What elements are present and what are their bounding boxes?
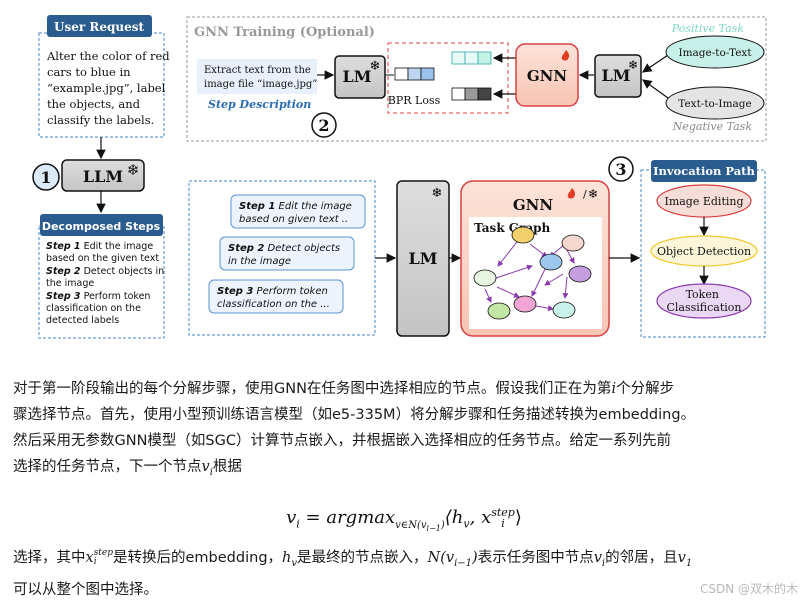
badge-1: 1	[32, 163, 60, 191]
svg-text:detected labels: detected labels	[46, 315, 119, 326]
graph-node	[568, 265, 592, 283]
paragraph-1-line-3: 然后采用无参数GNN模型（如SGC）计算节点嵌入，并根据嵌入选择相应的任务节点。…	[13, 433, 671, 449]
step-card-1	[230, 194, 366, 229]
svg-text:Step 1 Edit the image ba: Step 1 Edit the image based on given tex…	[239, 201, 355, 225]
svg-text:LM: LM	[343, 67, 372, 86]
negative-task-label: Negative Task	[672, 120, 753, 133]
invocation-path-panel: Invocation Path Image Editing Object Det…	[608, 156, 766, 338]
negative-embedding-vector	[451, 87, 492, 101]
svg-text:the image: the image	[46, 278, 94, 289]
svg-text:Object Detection: Object Detection	[657, 245, 751, 258]
task-graph-edges	[484, 237, 575, 312]
frozen-snowflake-icon: ❄	[628, 58, 638, 72]
svg-text:Token Classification: Token Classification	[666, 288, 741, 314]
frozen-snowflake-icon: ❄	[370, 59, 381, 74]
trainable-fire-icon	[561, 50, 570, 61]
step-card-2	[219, 236, 355, 271]
decomposed-steps-title: Decomposed Steps	[42, 220, 161, 233]
paragraph-1-line-2: 骤选择节点。首先，使用小型预训练语言模型（如e5-335M）将分解步骤和任务描述…	[13, 407, 696, 423]
decomposed-steps-text: Step 1 Edit the image based on the given…	[46, 241, 164, 326]
svg-text:LLM: LLM	[83, 167, 123, 186]
svg-text:1: 1	[40, 168, 51, 187]
svg-text:Image-to-Text: Image-to-Text	[678, 47, 752, 59]
badge-2	[311, 112, 337, 138]
user-request-title-bg	[47, 15, 152, 37]
main-lm-label: LM	[409, 249, 438, 268]
steps-input-panel: Step 1 Edit the image based on given tex…	[188, 180, 376, 336]
svg-text:classification on the: classification on the	[46, 303, 141, 314]
svg-text:LM: LM	[602, 66, 631, 85]
paragraph-1-line-1: 对于第一阶段输出的每个分解步骤，使用GNN在任务图中选择相应的节点。假设我们正在…	[13, 381, 675, 397]
svg-text:based on the given text: based on the given text	[46, 253, 159, 264]
llm-box: LLM ❄	[61, 159, 145, 192]
trainable-fire-icon	[567, 188, 576, 199]
positive-embedding-vector	[451, 51, 492, 65]
slash-separator: /	[583, 188, 587, 201]
task-graph-nodes	[473, 226, 592, 320]
step-card-3	[208, 279, 344, 314]
frozen-snowflake-icon: ❄	[432, 186, 443, 201]
positive-task-node	[665, 35, 765, 69]
paragraph-1: 对于第一阶段输出的每个分解步骤，使用GNN在任务图中选择相应的节点。假设我们正在…	[13, 376, 798, 486]
negative-task-node	[665, 86, 765, 120]
graph-node	[513, 295, 537, 313]
bpr-loss-box	[387, 42, 509, 114]
svg-text:Image Editing: Image Editing	[664, 195, 743, 208]
svg-text:GNN: GNN	[527, 67, 568, 85]
decomposed-steps-panel: Decomposed Steps Step 1 Edit the image b…	[38, 214, 165, 339]
badge-3	[608, 156, 634, 182]
svg-text:Step 2 Detect objects in: Step 2 Detect objects in	[46, 266, 164, 277]
bpr-loss-label: BPR Loss	[388, 94, 441, 107]
step-description-label: Step Description	[208, 98, 311, 111]
step-text-box	[197, 59, 317, 94]
svg-text:Step 1 Edit the image: Step 1 Edit the image	[46, 241, 153, 252]
graph-node	[487, 302, 511, 320]
graph-node	[511, 226, 535, 244]
svg-text:Step 3 Perform token cla: Step 3 Perform token classification on t…	[217, 286, 331, 310]
gnn-training-panel: GNN Training (Optional) Extract text fro…	[186, 16, 767, 142]
graph-node	[539, 253, 563, 271]
frozen-snowflake-icon: ❄	[127, 161, 140, 179]
paragraph-1-line-4: 选择的任务节点，下一个节点vi根据	[13, 459, 242, 478]
training-lm-box-2	[594, 54, 642, 98]
user-request-text: Alter the color of red cars to blue in “…	[46, 49, 173, 127]
step-text: Extract text from the image file “image.…	[204, 65, 317, 90]
gnn-training-title: GNN Training (Optional)	[194, 25, 375, 40]
svg-text:Step 2 Detect objects in: Step 2 Detect objects in the image	[228, 243, 343, 267]
user-request-panel: User Request Alter the color of red cars…	[38, 15, 173, 138]
graph-node	[561, 234, 585, 252]
step-embedding-vector	[394, 67, 435, 81]
invocation-node-token-classification	[656, 283, 752, 319]
watermark: CSDN @双木的木	[699, 582, 798, 596]
svg-text:Text-to-Image: Text-to-Image	[678, 98, 751, 110]
graph-node	[473, 269, 497, 287]
main-gnn-label: GNN	[513, 196, 554, 214]
svg-text:3: 3	[615, 160, 626, 179]
svg-text:Step 3 Perform token: Step 3 Perform token	[46, 291, 150, 302]
svg-text:2: 2	[318, 116, 329, 135]
frozen-snowflake-icon: ❄	[588, 187, 598, 201]
main-gnn-panel: GNN / ❄ Task Graph	[460, 180, 610, 337]
invocation-path-title: Invocation Path	[653, 164, 755, 178]
graph-node	[552, 301, 576, 319]
framework-figure: User Request Alter the color of red cars…	[32, 15, 767, 339]
user-request-title: User Request	[54, 20, 144, 34]
paragraph-2-line-2: 可以从整个图中选择。	[13, 581, 158, 598]
positive-task-label: Positive Task	[671, 22, 745, 35]
training-lm-box	[334, 55, 386, 99]
